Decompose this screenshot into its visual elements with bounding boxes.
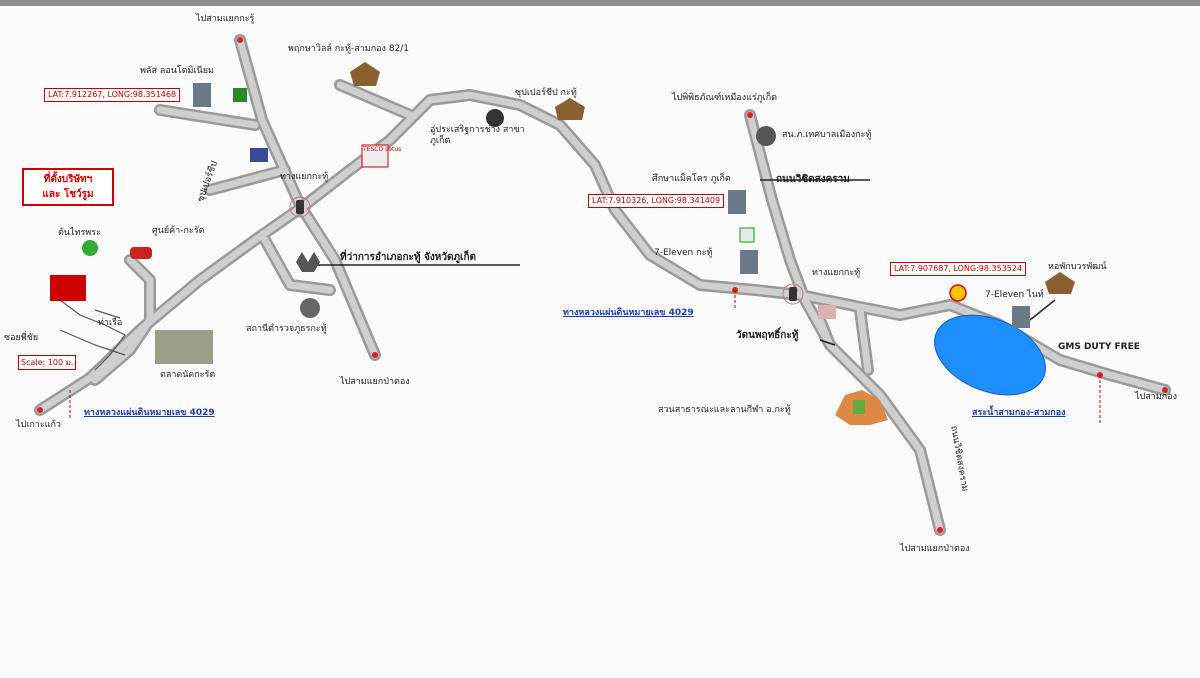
company-location-box: ที่ตั้งบริษัทฯ และ โชว์รูม [22, 168, 114, 206]
scale-label: Scale: 100 ม. [18, 355, 77, 370]
reservoir-shape [934, 314, 1046, 396]
label-tesco: TESCO Lotus [363, 146, 402, 153]
label-tree-area: ต้นไทรพระ [58, 228, 101, 238]
label-playground: สวนสาธารณะและลานกีฬา อ.กะทู้ [658, 405, 791, 415]
label-seven-eleven-a: 7-Eleven กะทู้ [654, 248, 713, 258]
label-to-ko-kaeo: ไปเกาะแก้ว [16, 420, 61, 430]
label-soi: ซอยพี่ชัย [4, 333, 39, 343]
label-bus-stop: ถนนวิชิตสงคราม [776, 174, 850, 185]
label-tire-shop: อู่ประเสริฐการช่าง สาขาภูเก็ต [430, 125, 525, 146]
coord-right: LAT:7.907687, LONG:98.353524 [890, 262, 1027, 276]
company-location-line-2: และ โชว์รูม [42, 189, 94, 200]
label-ratchaburi: วัดนพฤทธิ์กะทู้ [736, 330, 799, 341]
label-kata-area: ศูนย์ค้า-กะรัต [152, 226, 205, 236]
label-to-kata-top: ไปสามแยกกะรู้ [196, 14, 255, 24]
label-to-sam-kong: ไปสามกอง [1135, 392, 1177, 402]
label-district-office: ที่ว่าการอำเภอกะทู้ จังหวัดภูเก็ต [340, 252, 477, 263]
building-icons [50, 62, 1075, 425]
top-border [0, 0, 1200, 6]
label-police: สน.ภ.เทศบาลเมืองกะทู้ [782, 130, 872, 140]
label-makro: ศึกษาแม็คโคร ภูเก็ต [652, 174, 731, 184]
label-kathu-intersection: ทางแยกกะทู้ [280, 172, 329, 182]
label-police-station: สถานีตำรวจภูธรกะทู้ [246, 324, 327, 334]
coord-branch: LAT:7.912267, LONG:98.351468 [44, 88, 181, 102]
label-reservoir: สระน้ำสามกอง-สามกอง [972, 408, 1066, 418]
label-museum: ไปพิพิธภัณฑ์เหมืองแร่ภูเก็ต [672, 93, 778, 103]
label-marketplace: ตลาดนัดกะรัต [160, 370, 216, 380]
label-kathu-junction-right: ทางแยกกะทู้ [812, 268, 861, 278]
label-bank-branch: พลัส ลอนโดมิเนียม [140, 66, 214, 76]
label-supercheap-kathu: ซุปเปอร์ชีป กะทู้ [515, 88, 577, 98]
label-to-patong-bottom: ไปสามแยกป่าตอง [900, 544, 970, 554]
label-highway-4029-mid: ทางหลวงแผ่นดินหมายเลข 4029 [563, 308, 694, 318]
label-apartment: หอพักบวรพัฒน์ [1048, 262, 1107, 272]
label-gms: GMS DUTY FREE [1058, 342, 1140, 352]
coord-mid: LAT:7.910326, LONG:98.341409 [588, 194, 725, 208]
company-location-line-1: ที่ตั้งบริษัทฯ [43, 174, 93, 185]
label-to-patong-center: ไปสามแยกป่าตอง [340, 377, 410, 387]
label-highway-4029-left: ทางหลวงแผ่นดินหมายเลข 4029 [84, 408, 215, 418]
label-seven-eleven-b: 7-Eleven ไนท์ [985, 290, 1044, 300]
label-sign-area: ท่าเรือ [98, 318, 123, 328]
label-phruksa-ville: พฤกษาวิลล์ กะทู้-สามกอง 82/1 [288, 44, 410, 54]
